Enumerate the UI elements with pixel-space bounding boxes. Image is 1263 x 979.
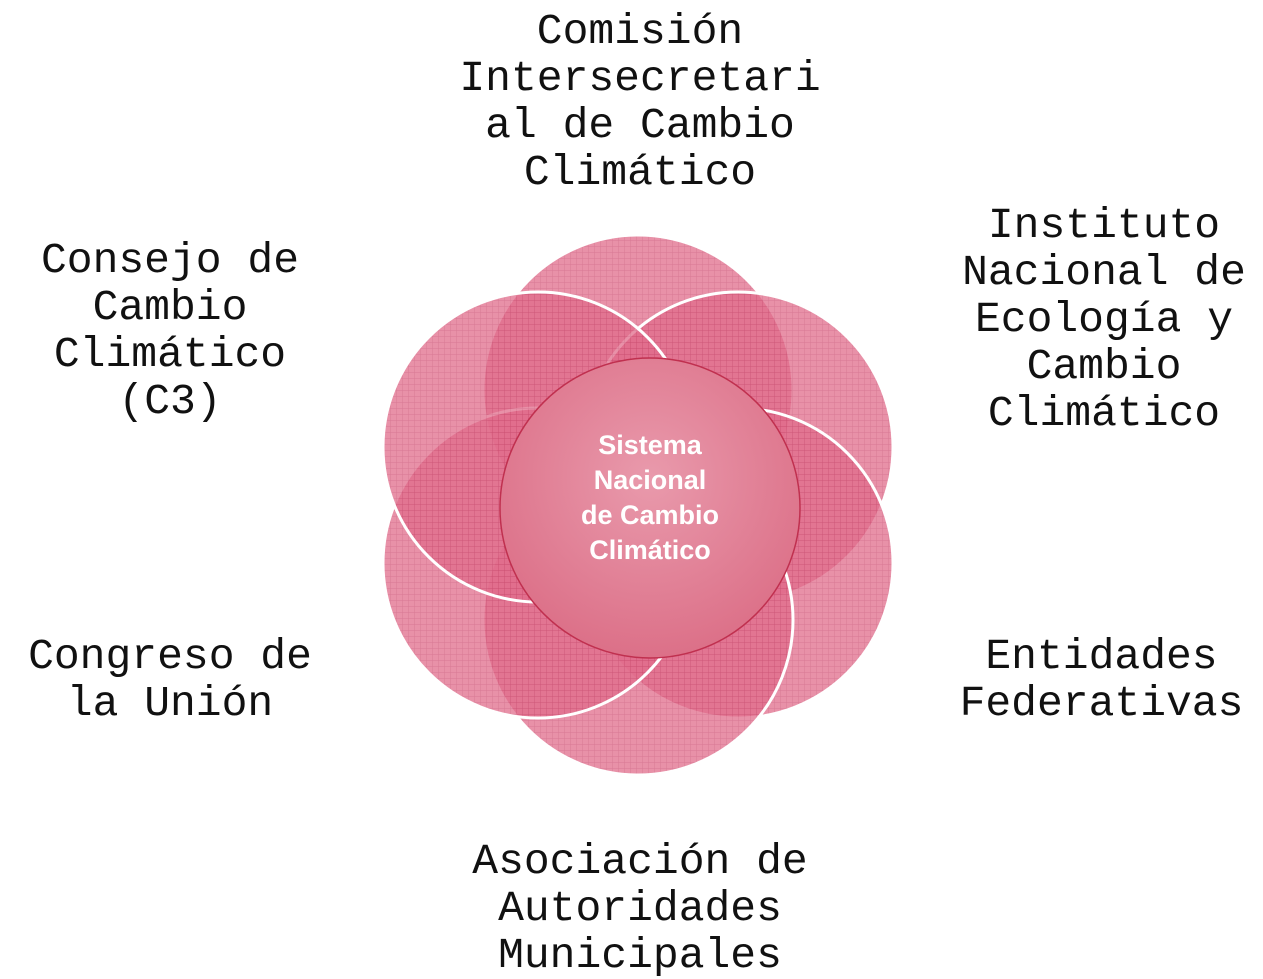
label-entidades-federativas: Entidades Federativas [959, 632, 1244, 728]
label-instituto-nacional-ecologia: Instituto Nacional de Ecología y Cambio … [962, 201, 1246, 438]
label-asociacion-autoridades-municipales: Asociación de Autoridades Municipales [472, 837, 808, 979]
label-consejo-cambio-climatico: Consejo de Cambio Climático (C3) [40, 236, 300, 426]
center-circle [499, 357, 801, 659]
label-comision-intersecretarial: Comisión Intersecretari al de Cambio Cli… [459, 7, 821, 197]
label-congreso-union: Congreso de la Unión [28, 632, 312, 728]
center-label: Sistema Nacional de Cambio Climático [580, 430, 720, 565]
